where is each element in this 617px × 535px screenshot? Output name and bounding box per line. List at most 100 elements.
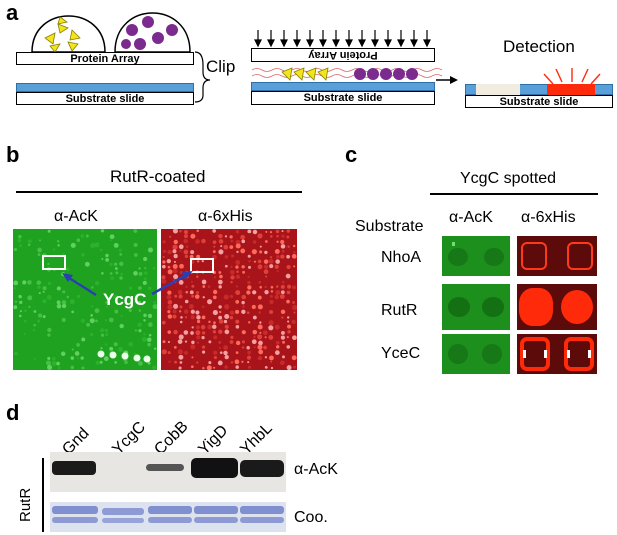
c-rutr-red: [517, 284, 597, 330]
array-spot: [263, 345, 267, 350]
array-spot: [103, 356, 109, 362]
band-cobb: [146, 464, 184, 471]
array-spot: [38, 292, 41, 295]
blot-label-coo: Coo.: [294, 509, 328, 526]
array-spot: [185, 270, 189, 274]
ycgc-callout: YcgC: [103, 290, 147, 309]
array-spot: [138, 329, 142, 333]
array-spot: [99, 248, 103, 252]
array-spot: [286, 299, 290, 304]
array-spot: [257, 264, 263, 270]
array-spot: [269, 264, 274, 269]
array-spot: [47, 229, 51, 233]
array-spot: [202, 366, 205, 370]
array-spot: [212, 229, 216, 233]
array-spot: [282, 355, 285, 359]
array-spot: [292, 301, 295, 304]
array-spot: [281, 316, 284, 319]
array-spot: [251, 339, 257, 345]
array-spot: [173, 279, 177, 283]
array-spot: [196, 291, 199, 294]
c-col2-label: α-6xHis: [521, 209, 576, 226]
array-spot: [109, 239, 112, 242]
array-spot: [173, 260, 176, 263]
array-spot: [162, 255, 165, 258]
c-ycec-red: [517, 334, 597, 374]
array-spot: [27, 239, 32, 244]
array-spot: [224, 324, 229, 329]
array-spot: [105, 253, 109, 258]
array-spot: [185, 285, 188, 288]
array-spot: [179, 320, 183, 324]
array-spot: [281, 230, 284, 233]
array-spot: [269, 231, 273, 234]
array-spot: [257, 355, 263, 361]
array-spot: [162, 260, 166, 264]
array-spot: [86, 322, 91, 327]
array-spot: [14, 351, 18, 356]
array-spot: [167, 314, 173, 319]
array-spot: [52, 357, 56, 361]
array-spot: [42, 299, 47, 304]
array-spot: [85, 234, 89, 238]
array-spot: [218, 340, 222, 344]
array-spot: [184, 299, 189, 304]
array-spot: [219, 274, 223, 279]
panel-a-label: a: [6, 0, 19, 25]
array-spot: [45, 360, 51, 366]
array-spot: [223, 350, 228, 356]
array-spot: [51, 360, 57, 366]
array-spot: [282, 340, 286, 344]
array-spot: [133, 229, 138, 233]
array-spot: [213, 366, 216, 369]
array-spot: [47, 333, 51, 337]
array-spot: [281, 281, 285, 284]
protein-array-inverted: [251, 48, 435, 62]
array-spot: [94, 242, 100, 248]
array-spot: [253, 335, 256, 339]
array-spot: [76, 343, 80, 347]
array-spot: [22, 280, 27, 285]
array-spot: [179, 305, 183, 309]
array-spot: [76, 357, 79, 360]
array-spot: [212, 240, 217, 244]
array-spot: [179, 263, 184, 269]
array-spot: [179, 270, 183, 275]
ycgc-spotted-title: YcgC spotted: [460, 170, 557, 187]
array-spot: [274, 249, 280, 254]
array-spot: [224, 304, 230, 310]
array-spot: [257, 233, 263, 239]
array-spot: [196, 319, 201, 324]
array-spot: [178, 244, 184, 250]
array-spot: [218, 319, 224, 324]
array-spot: [168, 360, 171, 363]
array-spot: [18, 314, 22, 318]
array-spot: [252, 229, 258, 235]
array-spot: [179, 361, 183, 364]
array-spot: [178, 354, 184, 360]
array-spot: [196, 275, 199, 278]
array-spot: [235, 351, 239, 355]
array-spot: [231, 254, 235, 258]
array-spot: [252, 290, 257, 295]
array-spot: [264, 366, 268, 369]
array-spot: [147, 342, 151, 347]
array-spot: [220, 245, 223, 248]
array-spot: [120, 315, 123, 318]
array-spot: [105, 301, 108, 304]
array-spot: [217, 360, 223, 366]
array-spot: [161, 275, 166, 280]
array-spot: [218, 239, 224, 244]
array-spot: [172, 244, 178, 250]
array-spot: [184, 254, 189, 259]
array-spot: [280, 284, 285, 289]
array-spot: [124, 360, 128, 365]
array-spot: [241, 309, 246, 315]
array-spot: [291, 253, 297, 259]
array-spot: [274, 294, 279, 300]
array-spot: [234, 359, 240, 365]
array-spot: [223, 294, 229, 300]
array-spot: [18, 294, 22, 299]
array-spot: [128, 286, 133, 290]
array-spot: [56, 303, 62, 309]
